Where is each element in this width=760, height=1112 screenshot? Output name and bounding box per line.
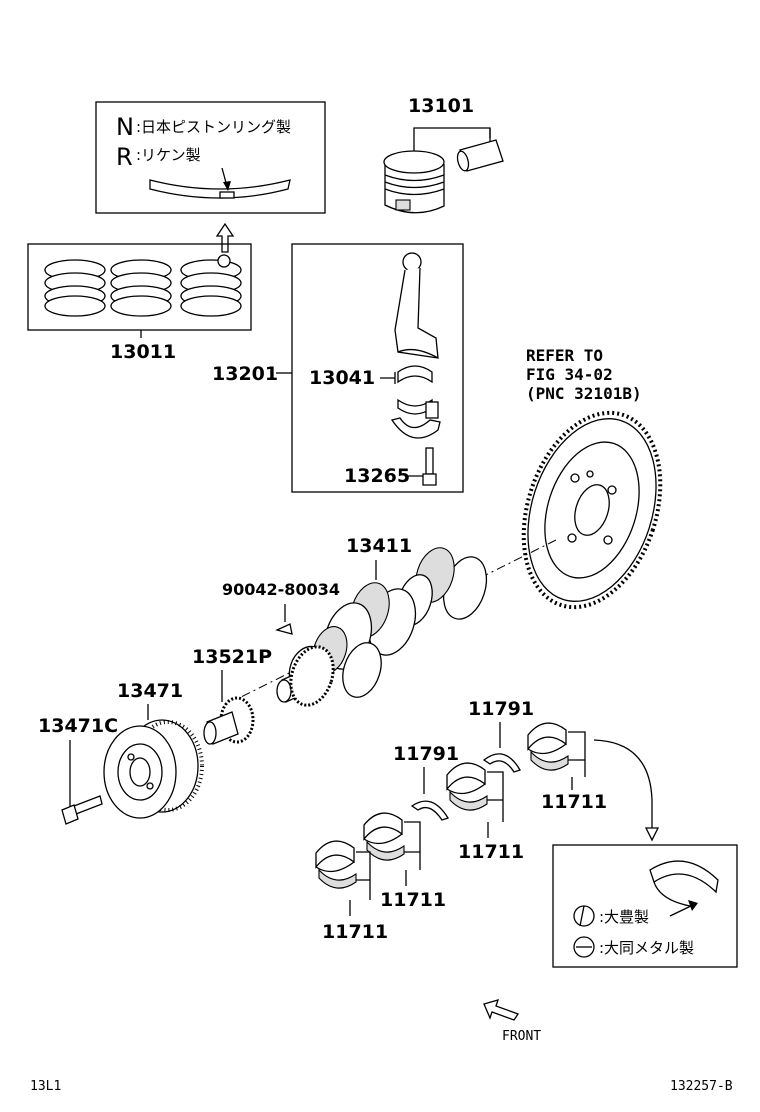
- ring-stack-1-icon: [44, 259, 106, 317]
- label-13411: 13411: [346, 535, 412, 557]
- label-13471: 13471: [117, 680, 183, 702]
- main-bearing-2-icon: [446, 762, 488, 811]
- label-11791-lower: 11791: [393, 743, 459, 765]
- curved-arrow-icon: [593, 739, 653, 828]
- ring-stack-2-icon: [110, 259, 172, 317]
- label-13011: 13011: [110, 341, 176, 363]
- main-bearing-1-icon: [527, 722, 569, 771]
- label-90042-80034: 90042-80034: [222, 580, 340, 599]
- label-11791-upper: 11791: [468, 698, 534, 720]
- ring-note-mark-n: N: [116, 113, 134, 141]
- ring-segment-icon: [149, 179, 291, 199]
- thrust-washer-lower-icon: [410, 800, 449, 821]
- footer-right-code: 132257-B: [670, 1079, 733, 1094]
- label-13265: 13265: [344, 465, 410, 487]
- refer-line-1: REFER TO: [526, 346, 603, 365]
- conrod-bolt-icon: [422, 447, 437, 486]
- bearing-shell-icon: [649, 860, 719, 894]
- refer-line-2: FIG 34-02: [526, 365, 613, 384]
- main-bearing-4-icon: [315, 840, 357, 889]
- crank-gear-icon: [289, 645, 335, 707]
- conrod-cap-icon: [390, 401, 441, 439]
- connecting-rod-icon: [394, 252, 439, 359]
- ring-note-text-n: :日本ピストンリング製: [136, 118, 291, 136]
- bearing-note-taiho: :大豊製: [599, 908, 649, 926]
- ring-note-text-r: :リケン製: [136, 146, 201, 164]
- conrod-bearing-upper-icon: [397, 365, 433, 384]
- pulley-bolt-icon: [61, 795, 103, 825]
- refer-line-3: (PNC 32101B): [526, 384, 642, 403]
- label-11711-a: 11711: [541, 791, 607, 813]
- ring-note-mark-r: R: [116, 143, 133, 171]
- ring-mark-icon: [219, 191, 235, 199]
- mark-arrow-icon: [669, 904, 694, 917]
- crankshaft-icon: [276, 547, 488, 703]
- label-13041: 13041: [309, 367, 375, 389]
- label-11711-b: 11711: [458, 841, 524, 863]
- main-bearing-3-icon: [363, 812, 405, 861]
- label-11711-d: 11711: [322, 921, 388, 943]
- front-label: FRONT: [502, 1029, 541, 1044]
- piston-ring-set: [27, 243, 252, 338]
- ring-maker-note: N :日本ピストンリング製 R :リケン製: [95, 101, 326, 214]
- flywheel-icon: [521, 410, 663, 610]
- crank-pulley-icon: [103, 719, 204, 819]
- piston-icon: [383, 150, 445, 214]
- front-arrow-icon: [483, 999, 519, 1021]
- piston-pin-icon: [456, 139, 504, 172]
- conrod-box: [291, 243, 464, 493]
- label-13201: 13201: [212, 363, 278, 385]
- label-13521P: 13521P: [192, 646, 272, 668]
- hollow-arrow-up-icon: [215, 222, 235, 253]
- label-13471C: 13471C: [38, 715, 118, 737]
- label-13101: 13101: [408, 95, 474, 117]
- ring-stack-3-icon: [180, 254, 242, 317]
- bearing-maker-note: :大豊製 :大同メタル製: [552, 844, 738, 968]
- timing-gear-icon: [203, 696, 255, 745]
- key-icon: [275, 623, 293, 635]
- thrust-washer-upper-icon: [482, 753, 521, 773]
- bearing-note-daido: :大同メタル製: [599, 939, 694, 957]
- footer-left-code: 13L1: [30, 1079, 61, 1094]
- label-11711-c: 11711: [380, 889, 446, 911]
